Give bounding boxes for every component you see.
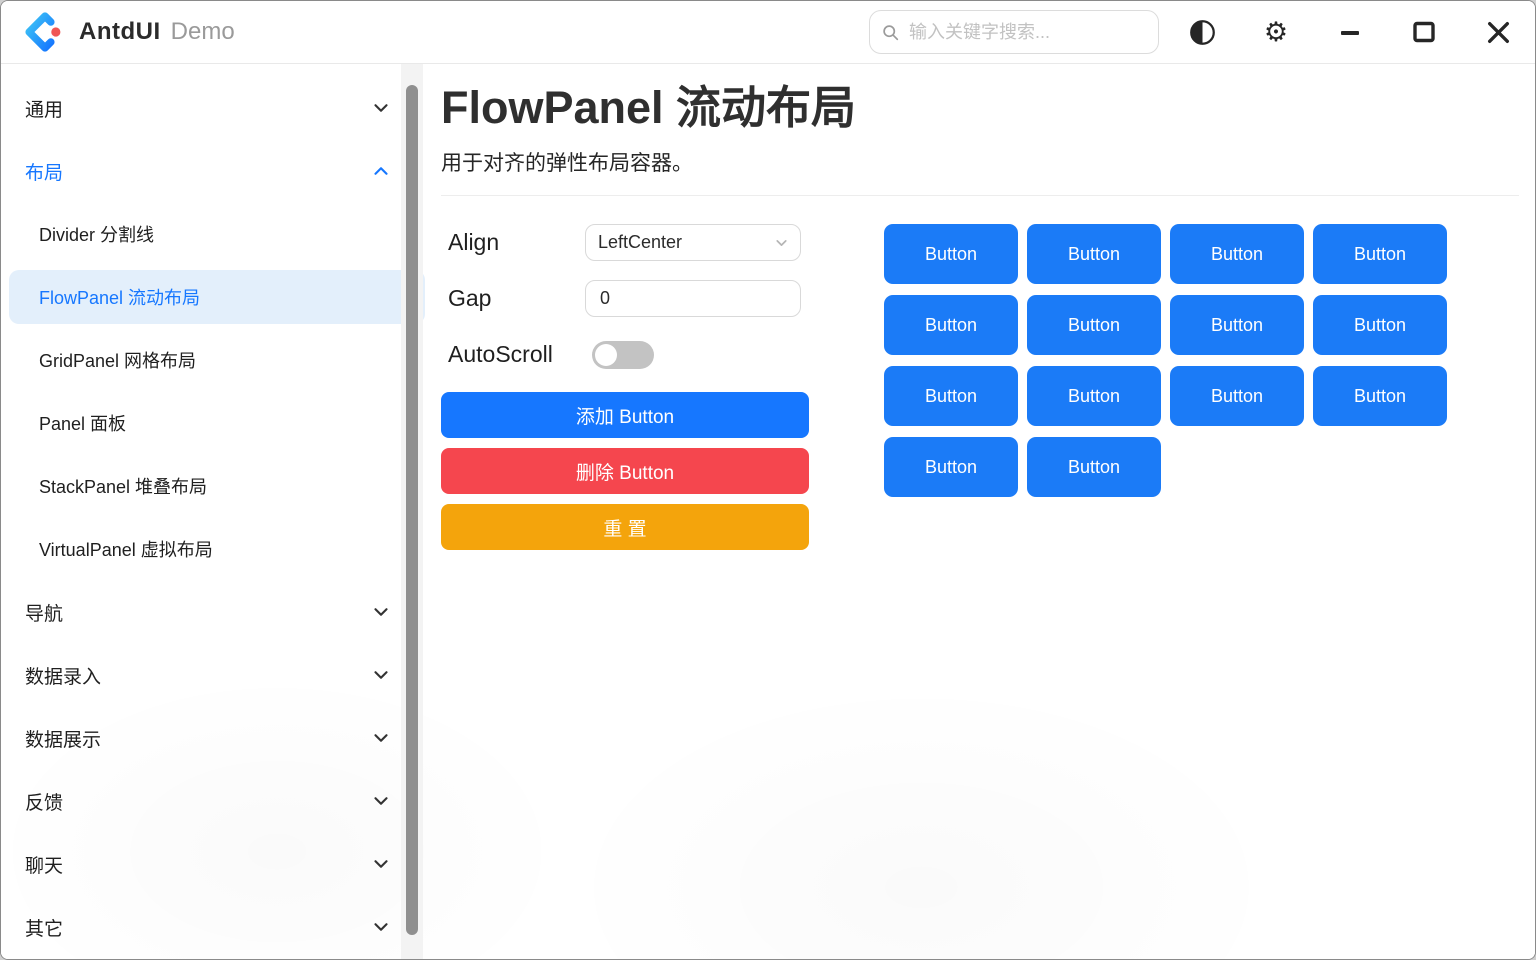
flow-button[interactable]: Button bbox=[1170, 224, 1304, 285]
sidebar-item-label: 聊天 bbox=[25, 855, 64, 877]
chevron-down-icon bbox=[370, 853, 392, 875]
flow-button[interactable]: Button bbox=[1313, 295, 1447, 356]
gap-input[interactable] bbox=[598, 287, 788, 311]
sidebar-item-label: 数据录入 bbox=[25, 666, 102, 688]
flow-button[interactable]: Button bbox=[884, 366, 1018, 427]
sidebar-scrollbar-thumb[interactable] bbox=[406, 85, 418, 935]
sidebar-item-data-entry[interactable]: 数据录入 bbox=[9, 648, 425, 702]
sidebar-item-divider[interactable]: Divider 分割线 bbox=[9, 207, 425, 261]
flowpanel-demo: Button Button Button Button Button Butto… bbox=[884, 224, 1447, 498]
sidebar-item-other[interactable]: 其它 bbox=[9, 900, 425, 954]
align-label: Align bbox=[448, 229, 500, 256]
chevron-down-icon bbox=[370, 916, 392, 938]
gap-row: Gap bbox=[441, 280, 809, 318]
chevron-down-icon bbox=[370, 664, 392, 686]
app-mode-label: Demo bbox=[170, 18, 235, 45]
sidebar-item-label: 导航 bbox=[25, 603, 64, 625]
sidebar-item-panel[interactable]: Panel 面板 bbox=[9, 396, 425, 450]
theme-contrast-icon[interactable] bbox=[1165, 10, 1239, 54]
flow-button[interactable]: Button bbox=[1170, 295, 1304, 356]
autoscroll-row: AutoScroll bbox=[441, 336, 809, 373]
gap-label: Gap bbox=[448, 285, 492, 312]
sidebar-item-label: Panel 面板 bbox=[39, 414, 127, 434]
sidebar-item-gridpanel[interactable]: GridPanel 网格布局 bbox=[9, 333, 425, 387]
search-box[interactable] bbox=[869, 10, 1159, 54]
titlebar: AntdUI Demo ⚙ bbox=[1, 1, 1535, 64]
demo-area: Align LeftCenter Gap bbox=[441, 224, 1519, 551]
sidebar: 通用 布局 Divider 分割线 FlowPanel 流动布局 GridPan… bbox=[1, 64, 427, 959]
sidebar-item-layout[interactable]: 布局 bbox=[9, 144, 425, 198]
sidebar-item-label: Divider 分割线 bbox=[39, 225, 155, 245]
chevron-up-icon bbox=[370, 160, 392, 182]
flow-button[interactable]: Button bbox=[884, 437, 1018, 498]
search-icon bbox=[883, 24, 899, 40]
align-row: Align LeftCenter bbox=[441, 224, 809, 262]
minimize-button[interactable] bbox=[1313, 10, 1387, 54]
chevron-down-icon bbox=[370, 601, 392, 623]
divider bbox=[441, 195, 1519, 197]
sidebar-item-stackpanel[interactable]: StackPanel 堆叠布局 bbox=[9, 459, 425, 513]
sidebar-item-feedback[interactable]: 反馈 bbox=[9, 774, 425, 828]
sidebar-item-label: 数据展示 bbox=[25, 729, 102, 751]
page-description: 用于对齐的弹性布局容器。 bbox=[441, 152, 693, 176]
flow-button[interactable]: Button bbox=[884, 295, 1018, 356]
sidebar-item-data-display[interactable]: 数据展示 bbox=[9, 711, 425, 765]
flow-button[interactable]: Button bbox=[1027, 437, 1161, 498]
toggle-knob bbox=[595, 343, 617, 366]
app-body: 通用 布局 Divider 分割线 FlowPanel 流动布局 GridPan… bbox=[1, 64, 1535, 959]
sidebar-item-label: GridPanel 网格布局 bbox=[39, 351, 197, 371]
chevron-down-icon bbox=[370, 790, 392, 812]
flow-button[interactable]: Button bbox=[1170, 366, 1304, 427]
chevron-down-icon bbox=[370, 727, 392, 749]
chevron-down-icon bbox=[370, 97, 392, 119]
sidebar-item-label: 布局 bbox=[25, 162, 64, 184]
sidebar-item-label: VirtualPanel 虚拟布局 bbox=[39, 540, 213, 560]
controls-panel: Align LeftCenter Gap bbox=[441, 224, 809, 551]
titlebar-actions: ⚙ bbox=[1165, 1, 1535, 63]
sidebar-item-label: 其它 bbox=[25, 918, 64, 940]
page-title: FlowPanel 流动布局 bbox=[441, 82, 857, 133]
autoscroll-toggle[interactable] bbox=[592, 340, 654, 369]
flow-button[interactable]: Button bbox=[884, 224, 1018, 285]
sidebar-item-chat[interactable]: 聊天 bbox=[9, 837, 425, 891]
add-button[interactable]: 添加 Button bbox=[441, 392, 809, 439]
align-select-value: LeftCenter bbox=[598, 232, 683, 253]
delete-button[interactable]: 删除 Button bbox=[441, 448, 809, 495]
flow-button[interactable]: Button bbox=[1313, 366, 1447, 427]
sidebar-item-navigation[interactable]: 导航 bbox=[9, 585, 425, 639]
sidebar-item-general[interactable]: 通用 bbox=[9, 81, 425, 135]
close-button[interactable] bbox=[1461, 10, 1535, 54]
gap-field-wrap bbox=[585, 280, 801, 318]
search-input[interactable] bbox=[907, 20, 1146, 44]
antdui-logo-icon bbox=[25, 12, 61, 52]
autoscroll-label: AutoScroll bbox=[448, 341, 553, 368]
align-select[interactable]: LeftCenter bbox=[585, 224, 801, 262]
maximize-button[interactable] bbox=[1387, 10, 1461, 54]
sidebar-item-label: 反馈 bbox=[25, 792, 64, 814]
flow-button[interactable]: Button bbox=[1027, 224, 1161, 285]
sidebar-item-label: StackPanel 堆叠布局 bbox=[39, 477, 208, 497]
sidebar-item-label: 通用 bbox=[25, 99, 64, 121]
main-content: FlowPanel 流动布局 用于对齐的弹性布局容器。 Align LeftCe… bbox=[427, 64, 1535, 959]
flow-button[interactable]: Button bbox=[1313, 224, 1447, 285]
reset-button[interactable]: 重 置 bbox=[441, 504, 809, 551]
flow-button[interactable]: Button bbox=[1027, 366, 1161, 427]
sidebar-item-flowpanel[interactable]: FlowPanel 流动布局 bbox=[9, 270, 425, 324]
sidebar-scrollbar-track[interactable] bbox=[401, 64, 423, 959]
sidebar-item-label: FlowPanel 流动布局 bbox=[39, 288, 201, 308]
flow-button[interactable]: Button bbox=[1027, 295, 1161, 356]
chevron-down-icon bbox=[773, 234, 790, 251]
app-title: AntdUI bbox=[79, 18, 161, 45]
gear-icon[interactable]: ⚙ bbox=[1263, 16, 1289, 47]
sidebar-item-virtualpanel[interactable]: VirtualPanel 虚拟布局 bbox=[9, 522, 425, 576]
